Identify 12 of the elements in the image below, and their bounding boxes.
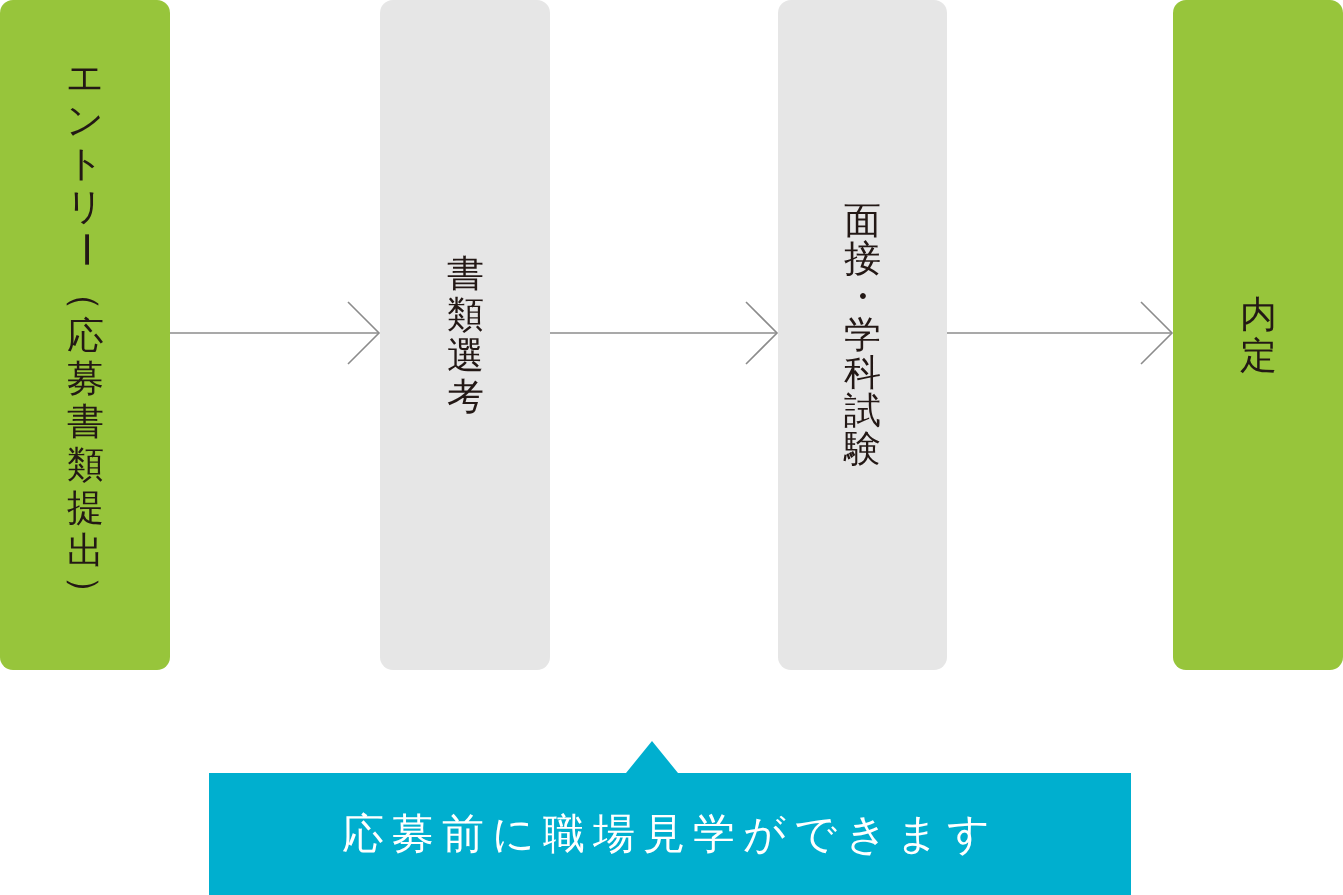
callout-text: 応募前に職場見学ができます [342, 813, 998, 855]
arrow [946, 301, 1173, 365]
arrow [549, 301, 778, 365]
step-box [380, 0, 550, 670]
step-label: エントリー（応募書類提出） [63, 55, 107, 614]
step-label: 面接・学科試験 [842, 202, 882, 468]
step-label: 書類選考 [445, 253, 485, 417]
step-box [0, 0, 170, 670]
step-box [778, 0, 947, 670]
step-box [1173, 0, 1343, 670]
arrow [169, 301, 380, 365]
step-label: 内定 [1238, 294, 1278, 376]
